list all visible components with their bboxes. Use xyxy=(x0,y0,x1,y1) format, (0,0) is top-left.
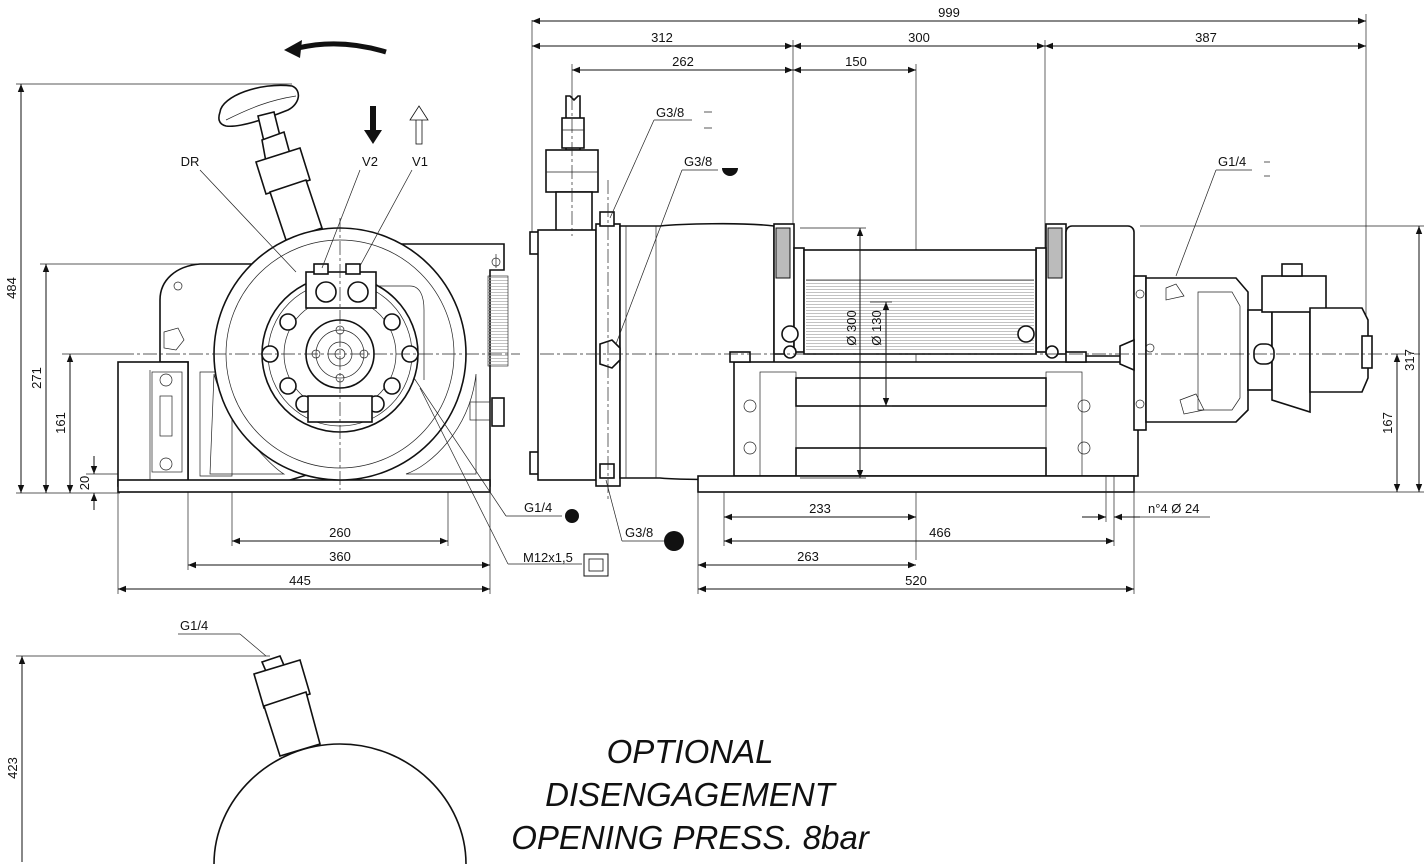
rotation-arrow-icon xyxy=(284,40,387,58)
square-port-icon xyxy=(583,553,609,577)
port-symbol-icon xyxy=(722,168,738,176)
dim-bolt-spacing: 260 xyxy=(329,525,351,540)
dim-base-width: 360 xyxy=(329,549,351,564)
label-dr: DR xyxy=(181,154,200,169)
hydraulic-motor xyxy=(1133,263,1373,431)
dim-total-length: 999 xyxy=(938,5,960,20)
optional-note: OPTIONAL DISENGAGEMENT OPENING PRESS. 8b… xyxy=(480,730,900,859)
cooling-fins xyxy=(487,275,509,367)
port-symbol-icon xyxy=(664,531,684,551)
dim-holes: n°4 Ø 24 xyxy=(1148,501,1199,516)
dim-drum-center-height: 271 xyxy=(29,367,44,389)
dim-base-half: 233 xyxy=(809,501,831,516)
dim-base-ref: 263 xyxy=(797,549,819,564)
note-line-1: OPTIONAL xyxy=(606,733,774,770)
dim-base-plate: 20 xyxy=(77,476,92,490)
up-arrow-icon xyxy=(409,105,429,145)
dim-drum-section: 300 xyxy=(908,30,930,45)
dim-right-center: 167 xyxy=(1380,412,1395,434)
label-v1: V1 xyxy=(412,154,428,169)
dim-overall-height: 484 xyxy=(4,277,19,299)
label-v2: V2 xyxy=(362,154,378,169)
dim-drum-diameter: Ø 130 xyxy=(869,310,884,345)
dim-base-length: 520 xyxy=(905,573,927,588)
dim-clutch-offset: 262 xyxy=(672,54,694,69)
dim-optional-height: 423 xyxy=(5,757,20,779)
label-port-g38-top: G3/8 xyxy=(656,105,684,120)
side-view: Ø 300 Ø 130 317 167 233 466 263 520 n°4 … xyxy=(529,95,1424,594)
dim-base-pitch: 466 xyxy=(929,525,951,540)
label-port-m12: M12x1,5 xyxy=(523,550,573,565)
label-port-g38-mid: G3/8 xyxy=(684,154,712,169)
release-handle xyxy=(218,84,324,242)
label-port-g14-bottom: G1/4 xyxy=(524,500,552,515)
note-line-3: OPENING PRESS. 8bar xyxy=(511,819,869,856)
label-port-g38-bottom: G3/8 xyxy=(625,525,653,540)
optional-view: 423 G1/4 xyxy=(5,618,467,864)
label-port-g14-right: G1/4 xyxy=(1218,154,1246,169)
down-arrow-icon xyxy=(364,106,382,144)
dim-flange-diameter: Ø 300 xyxy=(844,310,859,345)
dim-right-section: 387 xyxy=(1195,30,1217,45)
end-view: DR V2 V1 G1/4 M12x1,5 xyxy=(117,40,609,577)
note-line-2: DISENGAGEMENT xyxy=(545,776,835,813)
drum xyxy=(803,249,1037,355)
dim-right-height: 317 xyxy=(1402,349,1417,371)
dim-frame-height: 161 xyxy=(53,412,68,434)
label-port-g14-optional: G1/4 xyxy=(180,618,208,633)
port-symbol-icon xyxy=(565,509,579,523)
dim-overall-width: 445 xyxy=(289,573,311,588)
dim-left-section: 312 xyxy=(651,30,673,45)
dim-drum-half: 150 xyxy=(845,54,867,69)
